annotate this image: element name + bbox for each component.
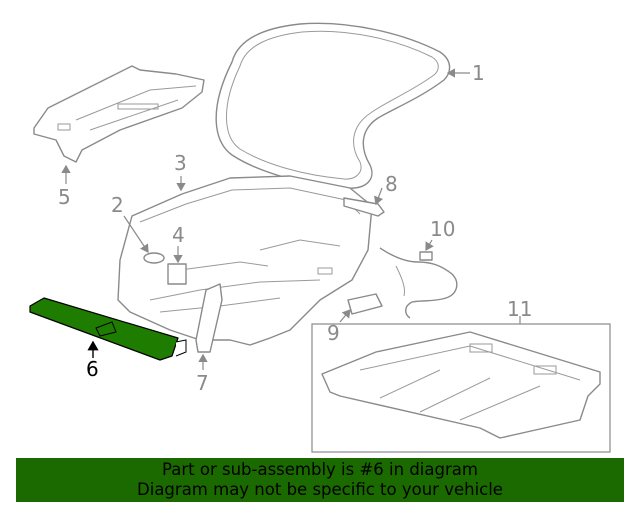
callout-7: 7 <box>196 371 209 395</box>
callout-2: 2 <box>111 193 124 217</box>
callout-4: 4 <box>172 223 185 247</box>
banner-line-1: Part or sub-assembly is #6 in diagram <box>162 460 478 479</box>
info-banner: Part or sub-assembly is #6 in diagram Di… <box>16 458 624 502</box>
part-3-cargo-tub <box>117 175 373 346</box>
callout-6: 6 <box>86 357 99 381</box>
banner-line-2: Diagram may not be specific to your vehi… <box>137 480 503 499</box>
part-5-trim-panel <box>33 65 205 163</box>
leader-9 <box>339 309 351 323</box>
leader-2 <box>123 215 149 253</box>
part-8-latch <box>343 197 385 217</box>
part-11-inset <box>311 323 611 453</box>
callout-10: 10 <box>430 217 455 241</box>
part-7-pillar <box>195 283 223 353</box>
part-6-sill-plate <box>29 297 187 361</box>
part-2-clip <box>143 252 165 264</box>
leader-8 <box>374 187 384 206</box>
leader-10 <box>425 239 434 252</box>
callout-5: 5 <box>58 185 71 209</box>
callout-3: 3 <box>174 151 187 175</box>
part-10-harness <box>379 247 458 319</box>
part-1-weatherstrip <box>215 22 451 189</box>
part-4-bracket <box>167 263 187 285</box>
callout-9: 9 <box>327 321 340 345</box>
callout-8: 8 <box>385 172 398 196</box>
part-9-module <box>347 293 383 315</box>
callout-11: 11 <box>507 297 532 321</box>
callout-1: 1 <box>472 61 485 85</box>
